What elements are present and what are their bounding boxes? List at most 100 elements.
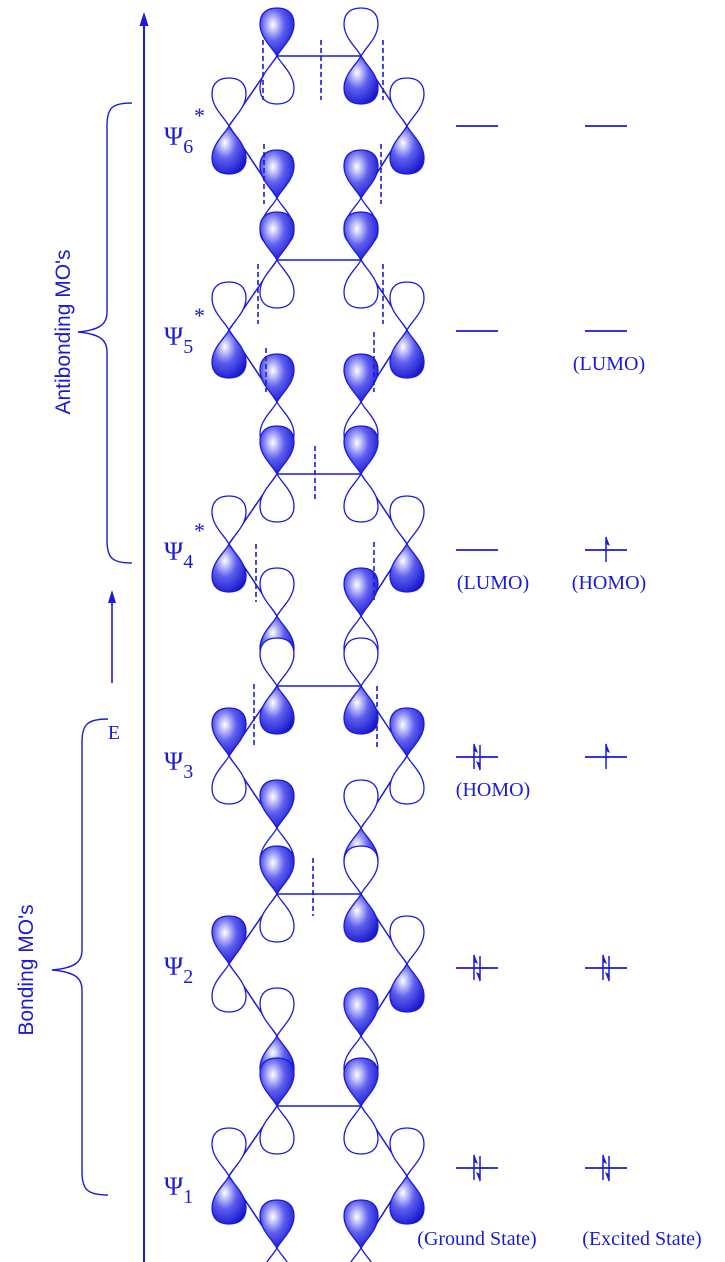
p-lobe-open [211,754,247,805]
psi-subscript: 6 [183,136,193,158]
ring-bonds [228,259,408,403]
bonding-brace [51,718,109,1196]
psi-label: Ψ3 [164,747,193,783]
antibonding-star: * [194,303,205,328]
energy-axis-label: E [108,722,120,744]
p-lobe-shaded [259,684,295,735]
antibonding-star: * [194,518,205,543]
p-orbitals [211,211,425,451]
p-lobe-open [259,54,295,105]
electron-spin-up-head [606,743,610,753]
p-lobe-shaded [211,707,247,758]
psi-label: Ψ1 [164,1172,193,1208]
orbital-psi1: Ψ1 [164,1057,627,1262]
p-lobe-shaded [259,845,295,896]
ground-level [456,1154,498,1182]
p-lobe-shaded [259,425,295,476]
p-lobe-shaded [389,962,425,1013]
p-lobe-shaded [389,542,425,593]
p-lobe-open [259,567,295,618]
p-lobe-shaded [343,1057,379,1108]
electron-spin-up-head [474,954,478,964]
p-lobe-shaded [343,987,379,1038]
p-lobe-open [211,962,247,1013]
p-lobe-shaded [389,124,425,175]
psi-symbol: Ψ [164,537,184,566]
excited-level [585,743,627,769]
p-lobe-shaded [343,567,379,618]
ring-bonds [228,893,408,1037]
p-lobe-open [389,915,425,966]
electron-spin-down-head [476,1172,480,1182]
p-lobe-open [343,845,379,896]
p-lobe-shaded [211,915,247,966]
psi-symbol: Ψ [164,952,184,981]
orbital-psi3: Ψ3(HOMO) [164,637,627,877]
p-lobe-open [389,281,425,332]
p-lobe-open [259,892,295,943]
p-lobe-open [343,637,379,688]
p-lobe-open [389,1127,425,1178]
orbital-psi2: Ψ2 [164,845,627,1085]
ground-tag: (LUMO) [457,572,529,594]
p-lobe-open [211,77,247,128]
p-lobe-shaded [259,211,295,262]
bonding-label: Bonding MO's [15,904,38,1035]
psi-symbol: Ψ [164,1172,184,1201]
psi-subscript: 4 [183,551,193,573]
ground-level [456,954,498,982]
p-lobe-open [389,754,425,805]
antibonding-group: Antibonding MO's [52,102,133,564]
electron-spin-up-head [603,954,607,964]
psi-subscript: 3 [183,761,193,783]
electron-spin-up-head [603,1154,607,1164]
p-lobe-shaded [343,425,379,476]
p-lobe-open [211,1127,247,1178]
p-lobe-shaded [343,353,379,404]
p-lobe-open [259,472,295,523]
p-lobe-shaded [389,1174,425,1225]
excited-state-label: (Excited State) [582,1228,701,1250]
excited-tag: (LUMO) [573,353,645,375]
antibonding-star: * [194,103,205,128]
p-lobe-shaded [343,211,379,262]
orbital-psi6: Ψ6* [164,7,627,247]
p-lobe-open [211,495,247,546]
p-lobe-shaded [389,707,425,758]
electron-spin-up-head [474,1154,478,1164]
p-lobe-open [259,258,295,309]
psi-subscript: 1 [183,1186,193,1208]
p-lobe-open [211,281,247,332]
orbital-psi5: Ψ5* (LUMO) [164,211,645,451]
psi-symbol: Ψ [164,122,184,151]
excited-level [585,954,627,982]
p-lobe-open [343,472,379,523]
p-lobe-open [343,7,379,58]
p-orbitals [211,425,425,665]
excited-level [585,1154,627,1182]
p-lobe-shaded [259,1057,295,1108]
p-lobe-shaded [389,328,425,379]
p-lobe-open [343,258,379,309]
energy-axis: E [108,12,149,1262]
p-lobe-shaded [343,892,379,943]
antibonding-label: Antibonding MO's [52,249,75,414]
bonding-group: Bonding MO's [15,718,109,1196]
ground-level [456,743,498,771]
p-lobe-open [350,1246,372,1262]
p-lobe-open [343,1104,379,1155]
ground-state-label: (Ground State) [417,1228,536,1250]
p-lobe-shaded [259,7,295,58]
ring-bonds [228,1105,408,1249]
psi-label: Ψ5 [164,322,193,358]
electron-spin-down-head [476,761,480,771]
p-lobe-shaded [259,149,295,200]
p-lobe-shaded [259,1199,295,1250]
p-lobe-open [389,495,425,546]
p-lobe-shaded [259,353,295,404]
p-lobe-shaded [211,542,247,593]
electron-spin-up-head [474,743,478,753]
p-orbitals [211,7,425,247]
p-lobe-shaded [343,1199,379,1250]
p-lobe-open [389,77,425,128]
